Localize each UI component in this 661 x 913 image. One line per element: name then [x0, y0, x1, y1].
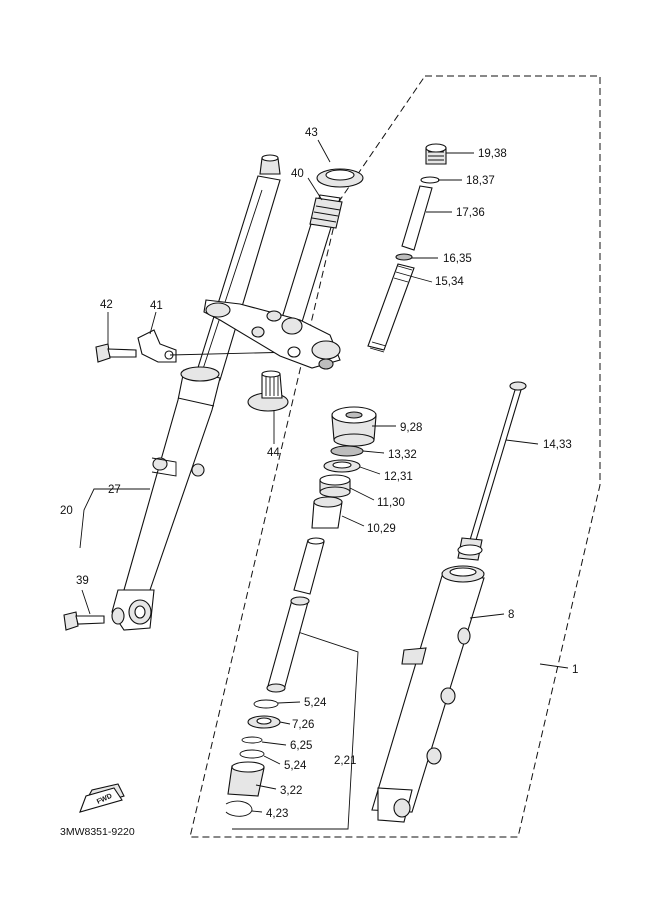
washer-16 [395, 253, 413, 261]
callout-17-36: 17,36 [456, 207, 485, 219]
leader-lines [79, 139, 569, 813]
piston-3 [227, 761, 265, 797]
ring-5a [253, 699, 279, 709]
callout-8: 8 [508, 609, 514, 621]
ring-5b [239, 749, 265, 759]
callout-3-22: 3,22 [280, 785, 302, 797]
callout-43: 43 [305, 127, 318, 139]
callout-16-35: 16,35 [443, 253, 472, 265]
dust-seal-9 [331, 406, 377, 447]
callout-44: 44 [267, 447, 280, 459]
clip-13 [330, 445, 364, 457]
right-fork-assembly-boundary [189, 75, 601, 838]
callout-40: 40 [291, 168, 304, 180]
damper-set-bracket [232, 631, 359, 830]
callout-1: 1 [572, 664, 578, 676]
callout-5-24-lower: 5,24 [284, 760, 307, 772]
under-bracket-40 [203, 194, 343, 370]
fwd-direction-badge: FWD [79, 783, 125, 813]
callout-19-38: 19,38 [478, 148, 507, 160]
callout-2-21: 2,21 [334, 755, 356, 767]
fork-spring-15 [367, 263, 415, 353]
circlip-4 [225, 800, 253, 817]
washer-11 [319, 474, 351, 498]
callout-11-30: 11,30 [377, 497, 405, 509]
callout-4-23: 4,23 [266, 808, 288, 820]
callout-5-24-upper: 5,24 [304, 697, 327, 709]
cap-bolt-19 [425, 143, 447, 165]
callout-20: 20 [60, 505, 73, 517]
callout-7-26: 7,26 [292, 719, 314, 731]
callout-12-31: 12,31 [384, 471, 413, 483]
callout-39: 39 [76, 575, 89, 587]
callout-27: 27 [108, 484, 121, 496]
ring-6 [241, 736, 263, 744]
bolt-42 [95, 343, 137, 363]
callout-6-25: 6,25 [290, 740, 312, 752]
callout-15-34: 15,34 [435, 276, 464, 288]
metal-10 [311, 496, 343, 529]
callout-10-29: 10,29 [367, 523, 396, 535]
oil-seal-12 [323, 459, 361, 473]
callout-13-32: 13,32 [388, 449, 417, 461]
bearing-seal-43 [316, 168, 364, 188]
part-diagram-code: 3MW8351-9220 [60, 826, 135, 838]
callout-9-28: 9,28 [400, 422, 422, 434]
damper-rod [266, 537, 325, 693]
callout-41: 41 [150, 300, 163, 312]
ring-7 [247, 715, 281, 729]
bolt-39 [63, 611, 105, 631]
left-fork-assembly [111, 154, 281, 631]
o-ring-18 [420, 176, 440, 184]
callout-labels: 43 40 42 41 44 19,38 18,37 17,36 16,35 1… [60, 127, 578, 820]
callout-18-37: 18,37 [466, 175, 495, 187]
damper-rod-14 [457, 381, 527, 561]
callout-14-33: 14,33 [543, 439, 572, 451]
outer-tube-8 [371, 565, 485, 823]
callout-42: 42 [100, 299, 113, 311]
collar-44 [247, 370, 289, 412]
spacer-17 [401, 185, 433, 251]
